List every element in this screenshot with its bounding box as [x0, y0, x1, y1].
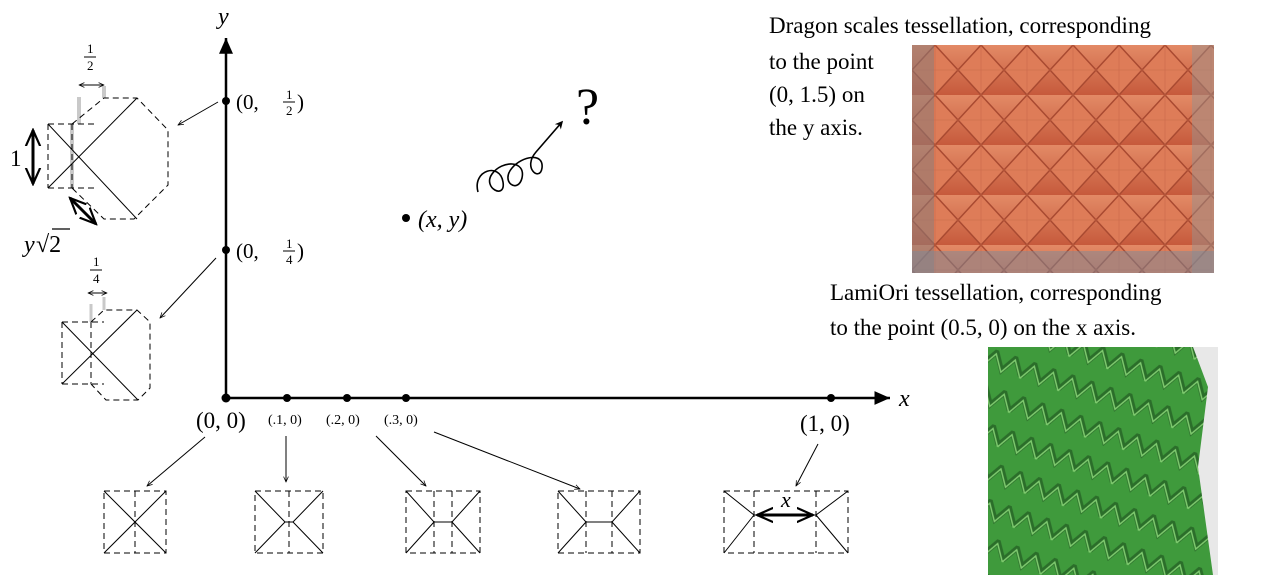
- dragon-caption-line3: (0, 1.5) on: [769, 82, 865, 107]
- dim-half-num: 1: [87, 41, 94, 56]
- connector-y-quarter: [160, 257, 217, 318]
- x-axis-label: x: [898, 386, 910, 412]
- connector-x-1: [795, 443, 819, 486]
- curly-arrow: [476, 120, 564, 193]
- connector-y-half: [178, 101, 219, 125]
- connector-x-03: [433, 431, 580, 489]
- pattern-y-quarter: [61, 297, 151, 401]
- point-origin: [221, 393, 231, 403]
- svg-text:(0,: (0,: [236, 90, 259, 114]
- lamiori-photo: [988, 347, 1218, 575]
- label-origin: (0, 0): [196, 408, 246, 433]
- dragon-caption-line1: Dragon scales tessellation, correspondin…: [769, 13, 1151, 38]
- dim-quarter-den: 4: [93, 271, 100, 286]
- point-x-1: [827, 394, 835, 402]
- point-y-quarter: [222, 246, 230, 254]
- point-general: [402, 214, 410, 222]
- svg-text:4: 4: [286, 252, 293, 267]
- label-x-02: (.2, 0): [326, 413, 360, 428]
- connector-x-02: [375, 435, 426, 486]
- point-x-02: [343, 394, 351, 402]
- svg-text:1: 1: [286, 236, 293, 251]
- dim-half-den: 2: [87, 58, 94, 73]
- lamiori-caption-line1: LamiOri tessellation, corresponding: [830, 280, 1162, 305]
- point-x-03: [402, 394, 410, 402]
- svg-text:): ): [297, 239, 304, 263]
- connector-x-0: [147, 436, 206, 486]
- dim-ysqrt2-arrow: [70, 198, 96, 224]
- point-y-half: [222, 97, 230, 105]
- label-general-point: (x, y): [418, 207, 467, 233]
- pattern-x-02: [405, 490, 481, 554]
- dim-x-label: x: [780, 487, 791, 512]
- svg-text:(0,: (0,: [236, 239, 259, 263]
- dim-quarter-num: 1: [93, 254, 100, 269]
- dragon-caption-line4: the y axis.: [769, 113, 863, 142]
- lamiori-caption-line2: to the point (0.5, 0) on the x axis.: [830, 315, 1136, 340]
- label-x-03: (.3, 0): [384, 413, 418, 428]
- dragon-scales-photo: [912, 45, 1214, 273]
- label-y-half: (0, 1 2 ): [236, 87, 304, 118]
- question-mark: ?: [576, 79, 599, 136]
- dim-one-label: 1: [10, 146, 22, 171]
- pattern-x-03: [557, 490, 641, 554]
- dim-ysqrt2-root: √2: [36, 232, 61, 258]
- y-axis-label: y: [216, 4, 229, 30]
- point-x-01: [283, 394, 291, 402]
- label-x-01: (.1, 0): [268, 413, 302, 428]
- dragon-caption-line4-text: the y axis.: [769, 115, 863, 140]
- label-y-quarter: (0, 1 4 ): [236, 236, 304, 267]
- svg-text:1: 1: [286, 87, 293, 102]
- svg-text:): ): [297, 90, 304, 114]
- pattern-x-01: [254, 490, 324, 554]
- pattern-y-half: [47, 86, 169, 220]
- pattern-x-0: [103, 490, 167, 554]
- svg-text:2: 2: [286, 103, 293, 118]
- dragon-caption-line2: to the point: [769, 49, 874, 74]
- dim-ysqrt2-y: y: [22, 232, 35, 258]
- label-x-1: (1, 0): [800, 411, 850, 436]
